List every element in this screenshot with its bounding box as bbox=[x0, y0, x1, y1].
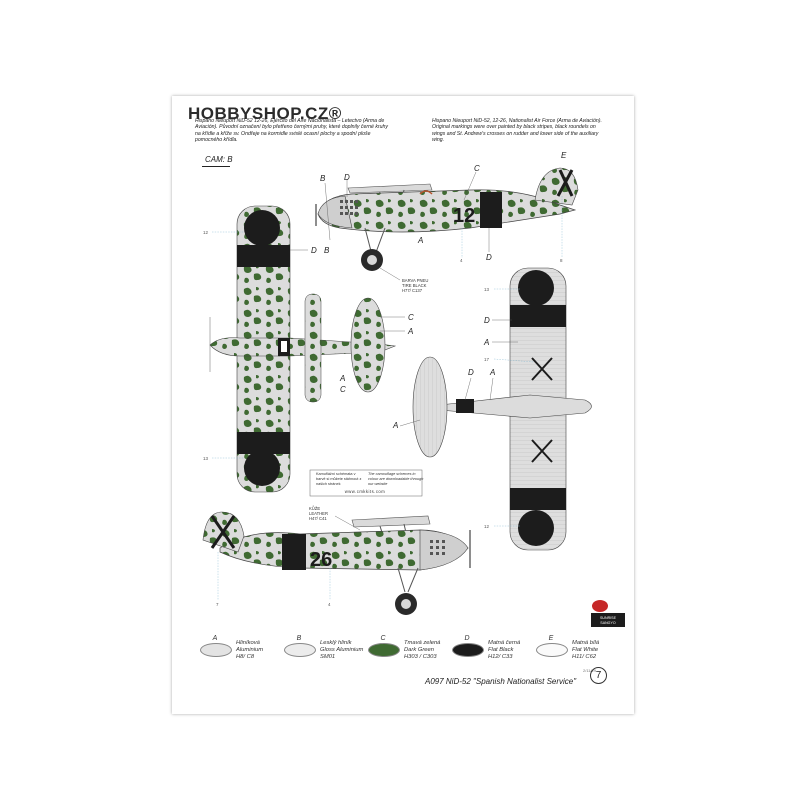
manufacturer-logos: SUNRISE SANGYO bbox=[591, 600, 625, 627]
wheel-hub bbox=[367, 255, 377, 265]
underside-band-bottom bbox=[510, 488, 566, 510]
tire-note-line1: BARVA PNEU bbox=[402, 278, 428, 283]
callout-d: D bbox=[486, 253, 492, 262]
wheel-hub bbox=[401, 599, 411, 609]
fuselage-underside bbox=[439, 394, 592, 419]
underside-cross bbox=[531, 357, 553, 381]
camo-download-notice: Kamuflážní schémata v barvě si můžete st… bbox=[310, 472, 423, 494]
tailplane-plan bbox=[350, 297, 386, 393]
cam-underline bbox=[202, 166, 230, 167]
cmk-logo-icon bbox=[592, 600, 608, 612]
callout-c: C bbox=[340, 385, 346, 394]
tire-note-line2: TIRE BLACK bbox=[402, 283, 427, 288]
aircraft-code: 26 bbox=[310, 549, 332, 571]
exhaust-pipe bbox=[419, 190, 433, 195]
callout-a: A bbox=[417, 236, 423, 245]
decal-number: 17 bbox=[484, 357, 490, 362]
decal-number: 13 bbox=[484, 287, 490, 292]
watermark-text: HOBBYSHOP.CZ® bbox=[188, 104, 342, 123]
leather-note-line1: KŮŽE bbox=[309, 506, 320, 511]
color-swatch bbox=[200, 643, 232, 657]
callout-d: D bbox=[311, 246, 317, 255]
sunrise-logo-icon bbox=[591, 613, 625, 627]
camo-download-box bbox=[309, 469, 423, 497]
upper-wing-side-bottom bbox=[351, 515, 431, 528]
description-czech: Hispano Nieuport NiD-52 12-26, Ejército … bbox=[195, 118, 388, 143]
callout-e: E bbox=[561, 151, 567, 160]
callout-d: D bbox=[484, 316, 490, 325]
side-view-bottom: 26 KŮŽE LEATHER H47/ C41 7 4 bbox=[202, 506, 471, 615]
color-swatch bbox=[284, 643, 316, 657]
sheet-code: 2/11/29 bbox=[583, 668, 597, 673]
wing-roundel-top bbox=[244, 210, 280, 246]
fuselage-black-stripe bbox=[282, 534, 306, 570]
callout-a: A bbox=[339, 374, 345, 383]
callout-a: A bbox=[489, 368, 495, 377]
fuselage-plan bbox=[209, 337, 397, 357]
svg-text:SANGYO: SANGYO bbox=[600, 621, 616, 625]
tailplane-underside bbox=[412, 356, 448, 458]
callout-b: B bbox=[324, 246, 330, 255]
underside-roundel-bottom bbox=[518, 510, 554, 546]
wing-roundel-bottom bbox=[244, 450, 280, 486]
callout-a: A bbox=[392, 421, 398, 430]
decal-number: 13 bbox=[203, 456, 209, 461]
wing-black-band bbox=[237, 432, 290, 454]
wing-black-band bbox=[237, 245, 290, 267]
aileron-detail bbox=[304, 293, 322, 403]
callout-c: C bbox=[408, 313, 414, 322]
decal-number: 4 bbox=[328, 602, 331, 607]
camo-text-english: The camouflage schemes in colour are dow… bbox=[368, 472, 424, 486]
cowling-vents bbox=[340, 200, 358, 215]
aircraft-code: 12 bbox=[453, 205, 475, 227]
color-swatch bbox=[452, 643, 484, 657]
engine-cowling-bottom bbox=[419, 529, 469, 571]
underside-cross bbox=[531, 439, 553, 463]
callout-b: B bbox=[320, 174, 326, 183]
fuselage-underside-band bbox=[456, 399, 474, 413]
decal-number: 12 bbox=[203, 230, 209, 235]
fuselage-black-stripe bbox=[480, 192, 502, 228]
callout-c: C bbox=[474, 164, 480, 173]
underside-view: 13 D A 17 D A A 12 bbox=[392, 267, 592, 551]
decal-number: 8 bbox=[560, 258, 563, 263]
camo-text-czech: Kamuflážní schémata v barvě si můžete st… bbox=[316, 472, 362, 486]
side-view-top: 12 D B B C E A D 4 8 BARVA PNEU TIRE BLA… bbox=[315, 151, 579, 293]
leather-note-line3: H47/ C41 bbox=[309, 516, 327, 521]
st-andrews-cross-tail bbox=[210, 515, 236, 549]
decal-number: 4 bbox=[460, 258, 463, 263]
color-swatch bbox=[536, 643, 568, 657]
engine-cowling bbox=[317, 195, 353, 229]
plan-view-upper: 12 13 D C A A C bbox=[203, 205, 414, 493]
tire-note-line3: H77/ C137 bbox=[402, 288, 423, 293]
callout-d: D bbox=[344, 173, 350, 182]
underside-roundel-top bbox=[518, 270, 554, 306]
svg-text:SUNRISE: SUNRISE bbox=[600, 616, 617, 620]
fuselage-side-top bbox=[317, 189, 577, 233]
upper-wing-side bbox=[347, 183, 433, 194]
decal-number: 7 bbox=[216, 602, 219, 607]
color-swatch bbox=[368, 643, 400, 657]
callout-a: A bbox=[407, 327, 413, 336]
website-url[interactable]: www.cmkkits.com bbox=[344, 489, 386, 494]
underside-band-top bbox=[510, 305, 566, 327]
sheet-title: A097 NiD-52 "Spanish Nationalist Service… bbox=[425, 677, 577, 686]
cam-label: CAM: B bbox=[205, 155, 233, 164]
callout-d: D bbox=[468, 368, 474, 377]
leather-note-line2: LEATHER bbox=[309, 511, 328, 516]
page-number: 7 bbox=[590, 667, 607, 684]
callout-a: A bbox=[483, 338, 489, 347]
cockpit-plan bbox=[281, 341, 287, 352]
description-english: Hispano Nieuport NiD-52, 12-26, National… bbox=[432, 118, 602, 143]
st-andrews-cross-tail bbox=[556, 169, 574, 197]
decal-number: 12 bbox=[484, 524, 490, 529]
